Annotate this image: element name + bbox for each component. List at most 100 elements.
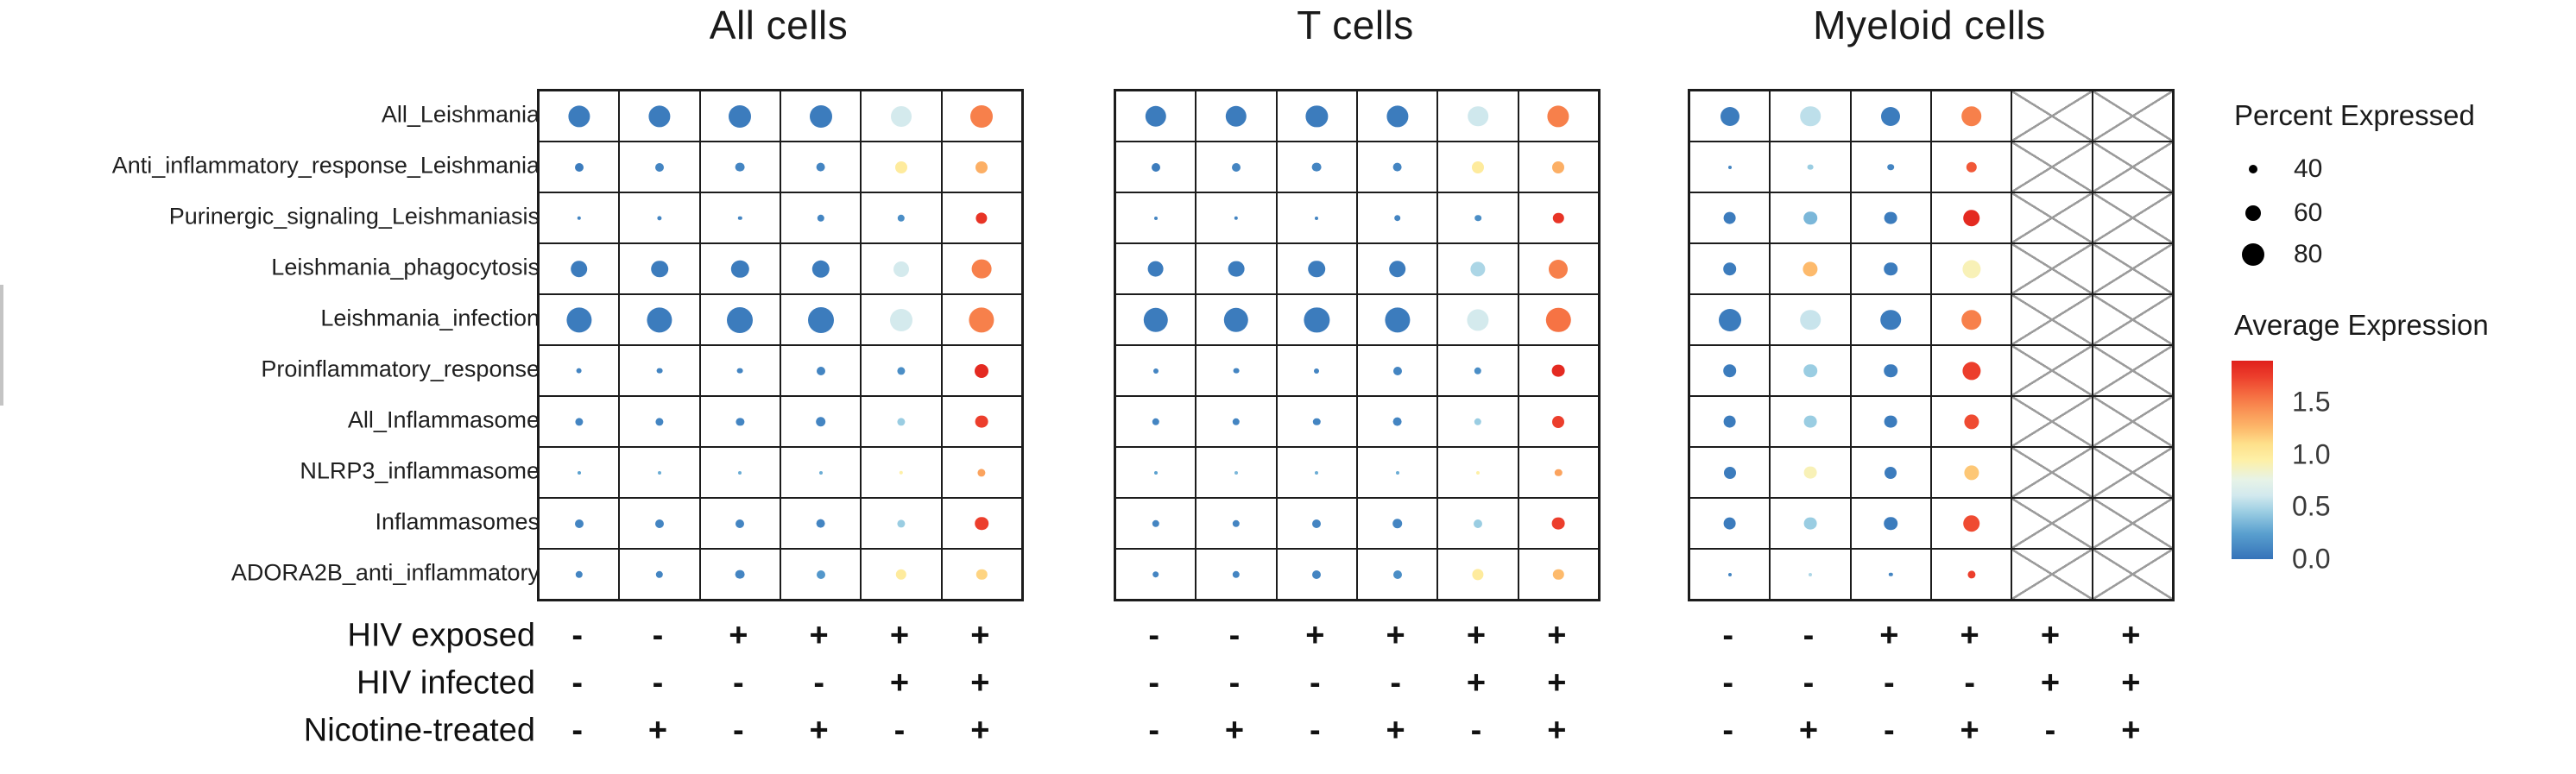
condition-sign: - xyxy=(1309,712,1321,749)
expression-dot xyxy=(1880,309,1902,330)
dot-cell xyxy=(1115,192,1196,243)
colorbar-tick: 0.0 xyxy=(2292,543,2331,575)
dot-cell xyxy=(1689,396,1771,447)
panel-title-myeloid-cells: Myeloid cells xyxy=(1813,3,2046,47)
expression-dot xyxy=(1392,518,1403,529)
dot-cell xyxy=(941,396,1022,447)
condition-sign: + xyxy=(1466,664,1487,702)
expression-dot xyxy=(1152,368,1159,374)
expression-dot xyxy=(1962,361,1981,381)
cropped-edge-artifact xyxy=(0,285,3,406)
expression-dot xyxy=(1152,418,1159,425)
dot-cell xyxy=(1770,294,1851,345)
pathway-label: Inflammasomes xyxy=(375,508,540,534)
dot-cell xyxy=(1930,396,2012,447)
expression-dot xyxy=(1308,260,1326,278)
na-cell xyxy=(2011,91,2093,142)
condition-sign: - xyxy=(1148,712,1159,749)
condition-label-hiv-exposed: HIV exposed xyxy=(347,617,535,654)
expression-dot xyxy=(736,368,743,374)
dot-cell xyxy=(699,396,780,447)
dot-cell xyxy=(861,91,942,142)
dot-cell xyxy=(861,549,942,600)
dot-cell xyxy=(1196,396,1277,447)
colorbar-tick: 1.0 xyxy=(2292,438,2331,470)
expression-dot xyxy=(1474,214,1481,222)
dot-cell xyxy=(1930,243,2012,294)
expression-dot xyxy=(1803,466,1817,479)
dot-cell xyxy=(1437,91,1518,142)
dot-cell xyxy=(1850,91,1931,142)
dot-cell xyxy=(619,91,700,142)
expression-dot xyxy=(1549,259,1569,279)
expression-dot xyxy=(895,569,907,580)
dot-cell xyxy=(1276,192,1357,243)
expression-dot xyxy=(976,569,988,580)
expression-dot xyxy=(657,470,661,475)
dot-cell xyxy=(539,345,620,396)
expression-dot xyxy=(971,259,992,279)
dot-cell xyxy=(1196,294,1277,345)
expression-dot xyxy=(1392,569,1402,579)
na-cell xyxy=(2011,447,2093,498)
dot-cell xyxy=(1196,498,1277,549)
dot-cell xyxy=(1850,192,1931,243)
dot-cell xyxy=(1437,243,1518,294)
expression-dot xyxy=(975,211,988,224)
expression-dot xyxy=(897,519,906,528)
expression-dot xyxy=(1311,162,1322,172)
dot-cell xyxy=(1356,396,1438,447)
expression-dot xyxy=(731,260,749,278)
dot-cell xyxy=(1115,345,1196,396)
condition-sign: + xyxy=(2121,617,2141,654)
expression-dot xyxy=(1967,569,1976,579)
condition-sign: + xyxy=(2040,617,2061,654)
condition-sign: + xyxy=(1960,712,1979,749)
na-cell xyxy=(2011,192,2093,243)
condition-label-nicotine-treated: Nicotine-treated xyxy=(303,712,535,749)
condition-sign: + xyxy=(1879,617,1899,654)
pathway-label: Proinflammatory_response xyxy=(261,356,540,381)
condition-sign: - xyxy=(1470,712,1482,749)
expression-dot xyxy=(575,417,584,426)
pathway-label: Purinergic_signaling_Leishmaniasis xyxy=(168,203,540,229)
expression-dot xyxy=(1232,418,1241,425)
expression-dot xyxy=(1547,104,1569,128)
dot-cell xyxy=(1437,498,1518,549)
dot-cell xyxy=(1196,91,1277,142)
expression-dot xyxy=(1808,572,1812,576)
dot-cell xyxy=(1518,447,1599,498)
expression-dot xyxy=(1153,470,1158,475)
condition-sign: - xyxy=(1148,664,1159,702)
dot-cell xyxy=(1356,447,1438,498)
dot-cell xyxy=(1115,142,1196,192)
dot-cell xyxy=(1196,447,1277,498)
condition-sign: - xyxy=(1228,664,1241,702)
expression-dot xyxy=(1727,572,1732,576)
na-cell xyxy=(2011,142,2093,192)
dot-cell xyxy=(1770,345,1851,396)
expression-dot xyxy=(1881,106,1901,126)
expression-dot xyxy=(1803,363,1817,378)
expression-dot xyxy=(574,519,584,528)
expression-dot xyxy=(890,105,912,127)
condition-sign: + xyxy=(1386,712,1405,749)
expression-dot xyxy=(648,104,671,128)
expression-dot xyxy=(1312,569,1322,579)
dot-cell xyxy=(1518,498,1599,549)
dot-cell xyxy=(941,91,1022,142)
dot-cell xyxy=(1930,91,2012,142)
dot-cell xyxy=(1196,345,1277,396)
expression-dot xyxy=(1152,570,1159,578)
expression-dot xyxy=(1962,514,1980,532)
condition-sign: + xyxy=(2121,712,2141,749)
expression-dot xyxy=(1312,519,1322,528)
expression-dot xyxy=(897,417,906,426)
expression-dot xyxy=(1386,104,1409,128)
dot-cell xyxy=(539,447,620,498)
dot-cell xyxy=(1437,549,1518,600)
condition-sign: - xyxy=(1722,712,1733,749)
condition-sign: - xyxy=(1803,617,1815,654)
dot-cell xyxy=(1850,498,1931,549)
expression-dot xyxy=(1392,366,1402,375)
